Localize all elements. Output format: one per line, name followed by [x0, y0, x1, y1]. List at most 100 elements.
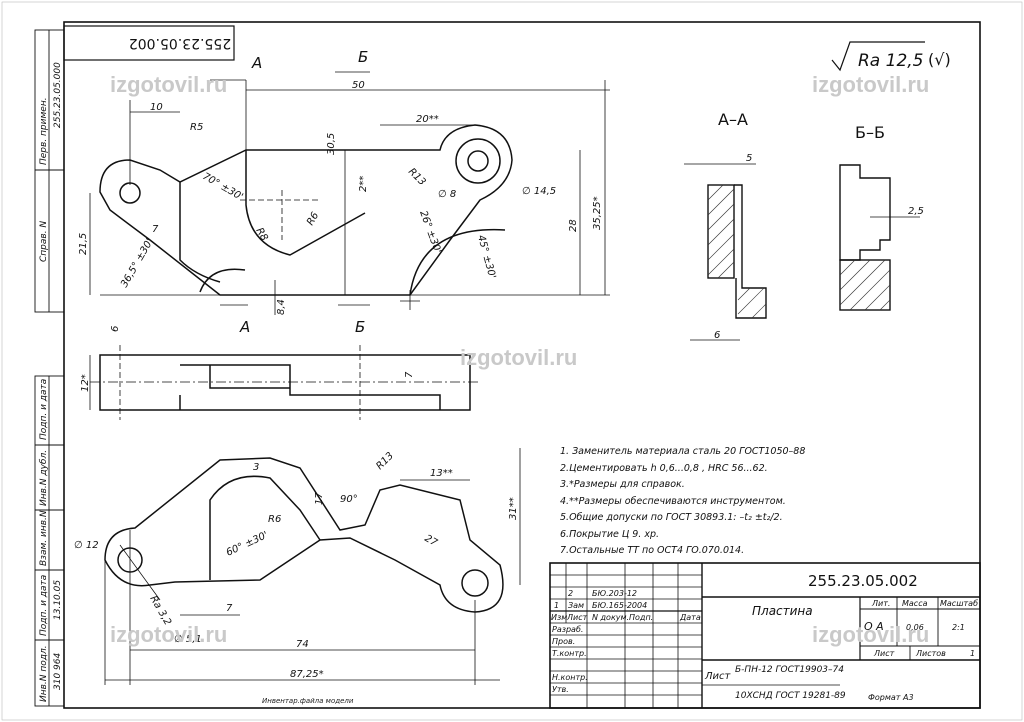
scale-label: Масштаб — [940, 599, 978, 608]
podp-data-label: Подп. и дата — [39, 379, 49, 440]
role-razrab: Разраб. — [552, 625, 583, 634]
change-row-2-zone: 1 — [554, 601, 559, 610]
dim-sec-b-2-5: 2,5 — [908, 206, 924, 217]
section-a-label: А–А — [718, 110, 748, 129]
watermark-group: izgotovil.ru izgotovil.ru izgotovil.ru i… — [110, 72, 929, 647]
change-row-1-zone: 2 — [568, 589, 573, 598]
cut-a-bottom: А — [239, 318, 250, 336]
dim-side-6: 6 — [110, 326, 121, 332]
header-ndoc: N докум. — [592, 613, 629, 622]
inv-podl-value: 310 964 — [53, 653, 63, 690]
section-b-label: Б–Б — [855, 123, 885, 142]
watermark-1: izgotovil.ru — [110, 72, 227, 97]
dim-top-28: 28 — [568, 219, 579, 232]
note-4: 4.**Размеры обеспечиваются инструментом. — [560, 495, 786, 507]
watermark-3: izgotovil.ru — [460, 345, 577, 370]
material-line2: 10ХСНД ГОСТ 19281-89 — [735, 691, 846, 701]
dim-side-12: 12* — [80, 374, 91, 392]
sprav-label: Справ. N — [39, 221, 49, 262]
dim-bot-7: 7 — [226, 603, 233, 614]
file-id-label: Инвентар.файла модели — [262, 697, 354, 705]
watermark-5: izgotovil.ru — [812, 622, 929, 647]
note-6: 6.Покрытие Ц 9. хр. — [560, 528, 660, 540]
dim-bot-13: 13** — [430, 468, 453, 479]
dim-bot-31: 31** — [508, 497, 519, 520]
dim-bot-3: 3 — [253, 462, 259, 473]
cut-a-top: А — [251, 54, 262, 72]
change-row-2-doc: БЮ.165-2004 — [592, 601, 647, 610]
header-list: Лист — [566, 613, 588, 622]
note-7: 7.Остальные ТТ по ОСТ4 ГО.070.014. — [560, 545, 745, 556]
mass-value: 0,06 — [906, 623, 924, 632]
technical-notes: 1. Заменитель материала сталь 20 ГОСТ105… — [560, 444, 860, 560]
bottom-view-dimension-lines — [104, 448, 521, 685]
part-name: Пластина — [752, 604, 813, 618]
podp-data2-value: 13.10.05 — [53, 580, 63, 620]
change-row-1-doc: БЮ.203-12 — [592, 589, 637, 598]
note-3: 3.*Размеры для справок. — [560, 479, 685, 490]
inv-podl-label: Инв.N подл. — [39, 645, 49, 702]
format-label: Формат А3 — [868, 693, 914, 702]
dim-bot-d5-1: ∅ 5,1 — [174, 634, 202, 645]
left-margin-table — [34, 29, 65, 707]
header-izm: Изм — [551, 613, 567, 622]
dim-top-8-4: 8,4 — [276, 299, 287, 315]
dim-side-7: 7 — [404, 371, 415, 378]
sheets-label: Листов — [915, 649, 946, 658]
dim-bot-r6: R6 — [268, 514, 281, 525]
drawing-frame — [63, 21, 981, 709]
podp-data2-label: Подп. и дата — [39, 575, 49, 636]
change-row-2-izm: Зам — [568, 601, 584, 610]
dim-top-21-5: 21,5 — [78, 233, 89, 255]
section-b-hatch — [839, 259, 891, 311]
header-data: Дата — [679, 613, 701, 622]
material-prefix: Лист — [704, 671, 732, 682]
dim-top-7: 7 — [152, 224, 159, 235]
dim-top-10: 10 — [150, 102, 163, 113]
roughness-mark: (√) — [928, 50, 951, 69]
dim-top-d8: ∅ 8 — [438, 189, 456, 200]
dim-top-30-5: 30,5 — [326, 133, 337, 155]
dim-sec-a-6: 6 — [714, 330, 720, 341]
role-utv: Утв. — [552, 685, 569, 694]
section-a-view — [684, 163, 767, 341]
section-a-hatch — [707, 184, 767, 319]
dim-bot-d12: ∅ 12 — [74, 540, 99, 551]
role-tkontr: Т.контр. — [552, 649, 587, 658]
cut-b-bottom: Б — [355, 318, 365, 336]
inv-dubl-label: Инв.N дубл. — [39, 450, 49, 506]
title-block — [549, 562, 981, 709]
designation-rotated: 255.23.05.002 — [129, 35, 231, 51]
note-2: 2.Цементировать h 0,6...0,8 , HRC 56...6… — [560, 462, 768, 474]
top-view-dimension-lines — [89, 71, 610, 315]
roughness-symbol — [831, 41, 925, 72]
cut-b-top: Б — [358, 48, 368, 66]
note-1: 1. Заменитель материала сталь 20 ГОСТ105… — [560, 446, 806, 457]
dim-sec-a-5: 5 — [746, 153, 752, 164]
dim-bot-17: 17 — [314, 492, 325, 505]
sheets-value: 1 — [970, 649, 975, 658]
perv-primen-label: Перв. примен. — [39, 97, 49, 165]
dim-bot-90deg: 90° — [340, 494, 358, 505]
sheet-label: Лист — [873, 649, 895, 658]
scale-value: 2:1 — [952, 623, 965, 632]
vzam-inv-label: Взам. инв.N — [39, 510, 49, 566]
role-nkontr: Н.контр. — [552, 673, 588, 682]
watermark-4: izgotovil.ru — [110, 622, 227, 647]
roughness-value: Ra 12,5 — [858, 51, 924, 71]
header-podp: Подп. — [629, 613, 653, 622]
dim-top-r5: R5 — [190, 122, 203, 133]
dim-top-20: 20** — [416, 114, 439, 125]
dim-bot-74: 74 — [296, 639, 309, 650]
lit-label: Лит. — [871, 599, 890, 608]
role-prov: Пров. — [552, 637, 575, 646]
dim-bot-87-25: 87,25* — [290, 669, 324, 680]
side-view — [89, 345, 480, 420]
perv-primen-value: 255.23.05.000 — [53, 62, 63, 128]
material-line1: Б-ПН-12 ГОСТ19903–74 — [735, 665, 844, 675]
designation-main: 255.23.05.002 — [808, 572, 918, 590]
lit-value: О А — [864, 620, 884, 633]
dim-top-2: 2** — [358, 176, 369, 192]
dim-top-35-25: 35,25* — [592, 196, 603, 230]
